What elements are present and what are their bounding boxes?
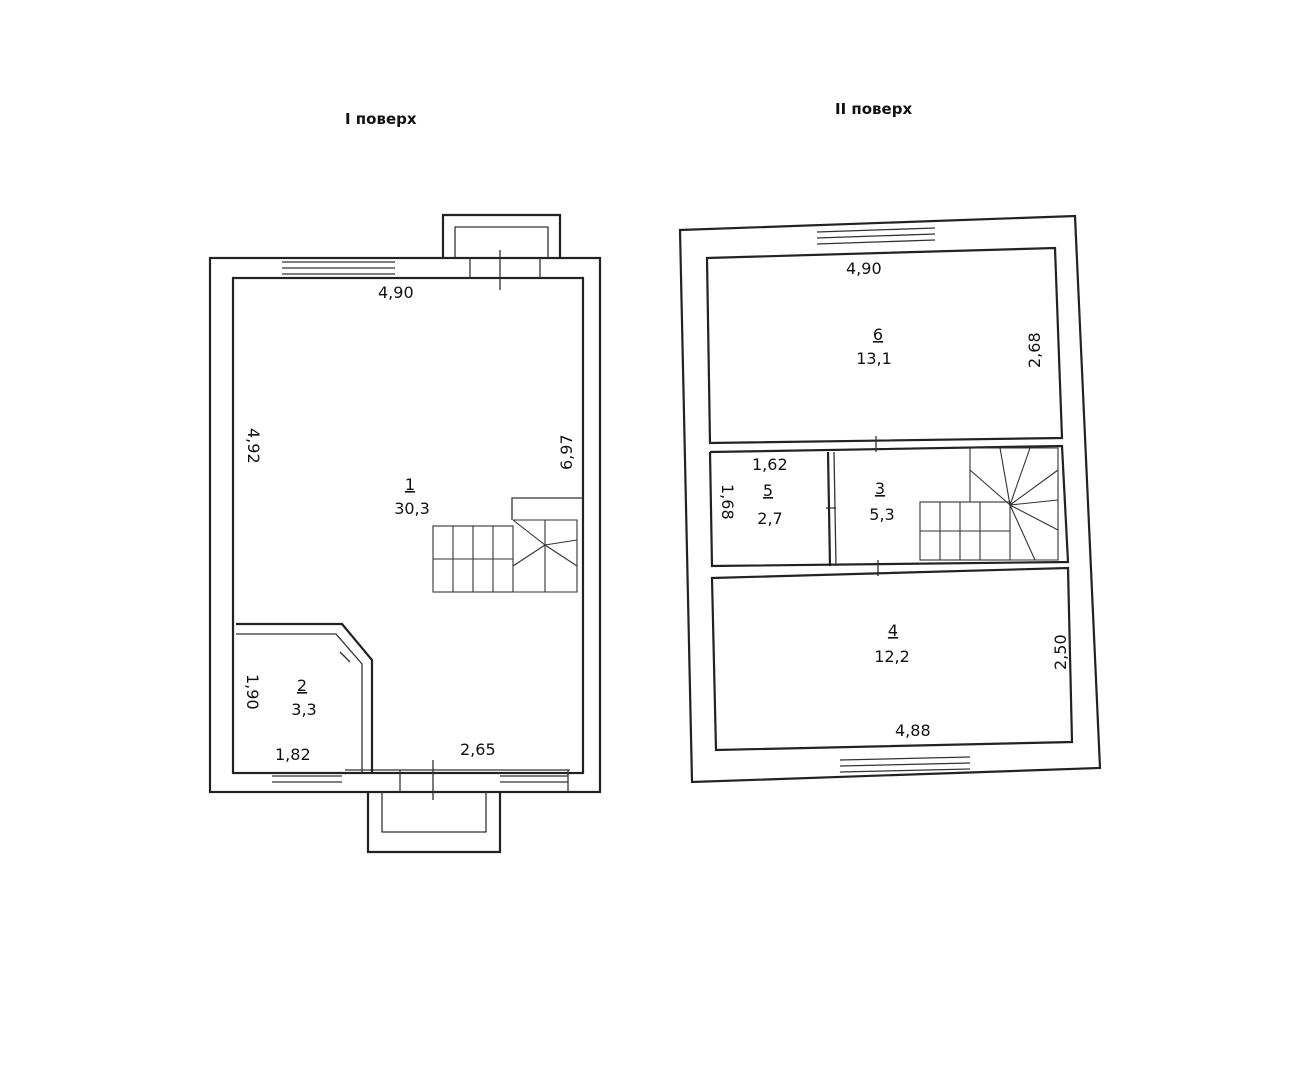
- floor-2-dim-bottom: 4,88: [895, 721, 931, 740]
- floor-2-top-window: [816, 227, 936, 245]
- floor-1-staircase: [432, 497, 583, 593]
- floor-2-outer-wall: [678, 214, 1102, 784]
- floor-1-dim-room2-bottom: 1,82: [275, 745, 311, 764]
- floor-2-middle-rooms: [708, 436, 1070, 576]
- room-1-area: 30,3: [394, 499, 430, 518]
- floor-2-staircase: [919, 447, 1059, 561]
- floor-1-bottom-balcony: [366, 792, 502, 854]
- floor-1-title: I поверх: [345, 110, 417, 128]
- room-6-walls: [705, 246, 1064, 445]
- floor-1-room-2-partition: [236, 622, 374, 772]
- room-4-walls: [710, 566, 1074, 752]
- floor-1-dim-top: 4,90: [378, 283, 414, 302]
- floor-2-title: II поверх: [835, 100, 912, 118]
- floor-1-dim-left: 4,92: [244, 428, 263, 464]
- floor-1-bottom-window: [272, 760, 570, 800]
- floor-1-top-window: [282, 250, 541, 290]
- floor-2-bottom-window: [839, 756, 971, 773]
- room-1-number: 1: [405, 475, 415, 494]
- room-3-number: 3: [875, 479, 885, 498]
- room-2-number: 2: [297, 676, 307, 695]
- floor-2-plan: II поверх: [678, 100, 1102, 784]
- room-5-number: 5: [763, 481, 773, 500]
- floor-1-dim-right: 6,97: [557, 434, 576, 470]
- floor-1-plan: I поверх: [208, 110, 602, 854]
- floor-2-dim-room4-right: 2,50: [1051, 634, 1070, 670]
- floor-1-top-balcony: [441, 213, 562, 258]
- floor-2-dim-room6-right: 2,68: [1025, 332, 1044, 368]
- floor-1-dim-room2-left: 1,90: [243, 674, 262, 710]
- floor-1-dim-bottom: 2,65: [460, 740, 496, 759]
- room-2-area: 3,3: [291, 700, 316, 719]
- floor-2-dim-room5-left: 1,68: [718, 484, 737, 520]
- room-5-area: 2,7: [757, 509, 782, 528]
- floor-2-dim-room5-top: 1,62: [752, 455, 788, 474]
- room-6-number: 6: [873, 325, 883, 344]
- room-4-area: 12,2: [874, 647, 910, 666]
- floor-2-dim-top: 4,90: [846, 259, 882, 278]
- floor-1-inner-wall: [231, 276, 585, 775]
- room-3-area: 5,3: [869, 505, 894, 524]
- room-6-area: 13,1: [856, 349, 892, 368]
- room-4-number: 4: [888, 621, 898, 640]
- floor-1-outer-wall: [208, 256, 602, 794]
